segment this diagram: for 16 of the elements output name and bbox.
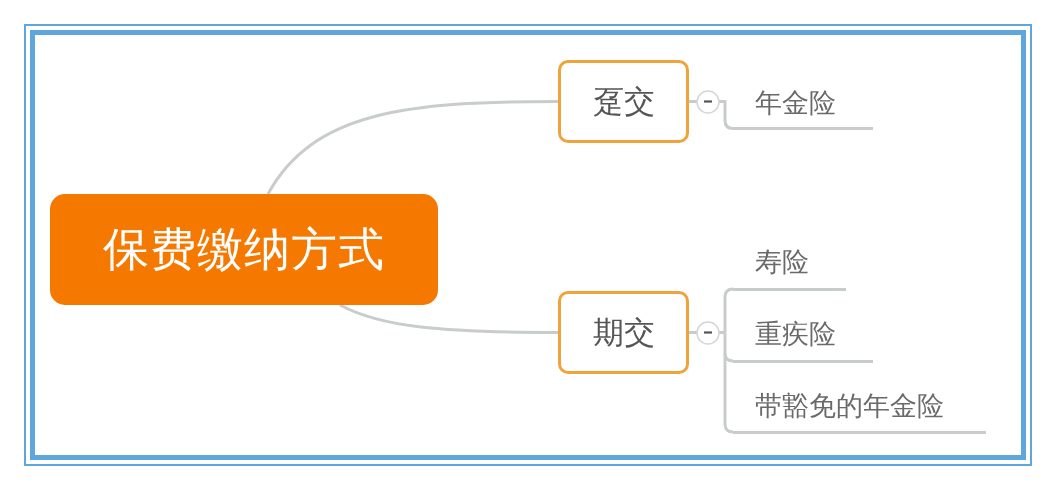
connector-line <box>339 303 558 334</box>
subtopic-label: 期交 <box>592 314 655 351</box>
connector-line <box>689 100 735 130</box>
connector-line <box>723 287 735 333</box>
connector-line <box>723 332 727 353</box>
central-topic-box <box>50 194 438 305</box>
connector-line <box>266 100 558 195</box>
subtopic-box <box>558 291 689 374</box>
subtopic-box <box>558 60 689 143</box>
topic-label: 年金险 <box>755 86 836 120</box>
connector-line <box>723 353 735 434</box>
central-topic-label: 保费缴纳方式 <box>103 223 385 276</box>
topic-label: 重疾险 <box>755 317 836 351</box>
subtopic-label: 趸交 <box>592 83 655 120</box>
topic-label: 带豁免的年金险 <box>755 389 944 423</box>
topic-label: 寿险 <box>755 245 809 279</box>
